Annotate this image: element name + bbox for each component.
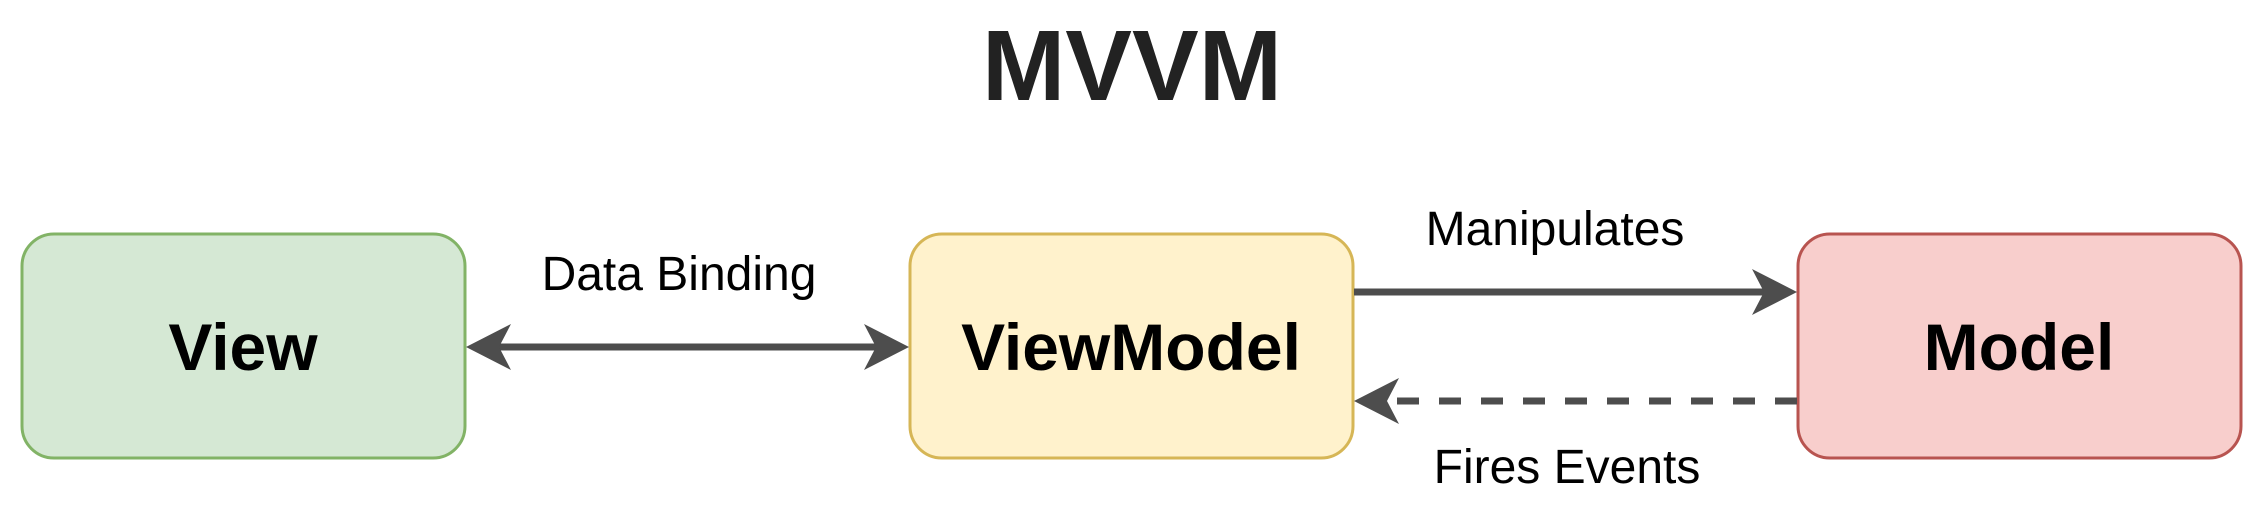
- viewmodel-label: ViewModel: [961, 310, 1301, 384]
- model-node[interactable]: Model: [1796, 232, 2243, 460]
- arrowhead-right-icon: [864, 324, 909, 370]
- data-binding-label: Data Binding: [542, 248, 817, 301]
- fires-events-arrow: [1354, 378, 1797, 424]
- manipulates-label: Manipulates: [1426, 203, 1685, 256]
- fires-events-label: Fires Events: [1434, 441, 1701, 494]
- arrowhead-left-icon: [1354, 378, 1399, 424]
- arrowhead-left-icon: [466, 324, 511, 370]
- model-label: Model: [1924, 310, 2115, 384]
- viewmodel-node[interactable]: ViewModel: [908, 232, 1355, 460]
- arrowhead-right-icon: [1752, 269, 1797, 315]
- diagram-title: MVVM: [982, 10, 1282, 122]
- view-label: View: [168, 310, 318, 384]
- view-node[interactable]: View: [20, 232, 467, 460]
- data-binding-arrow: [466, 324, 909, 370]
- manipulates-arrow: [1354, 269, 1797, 315]
